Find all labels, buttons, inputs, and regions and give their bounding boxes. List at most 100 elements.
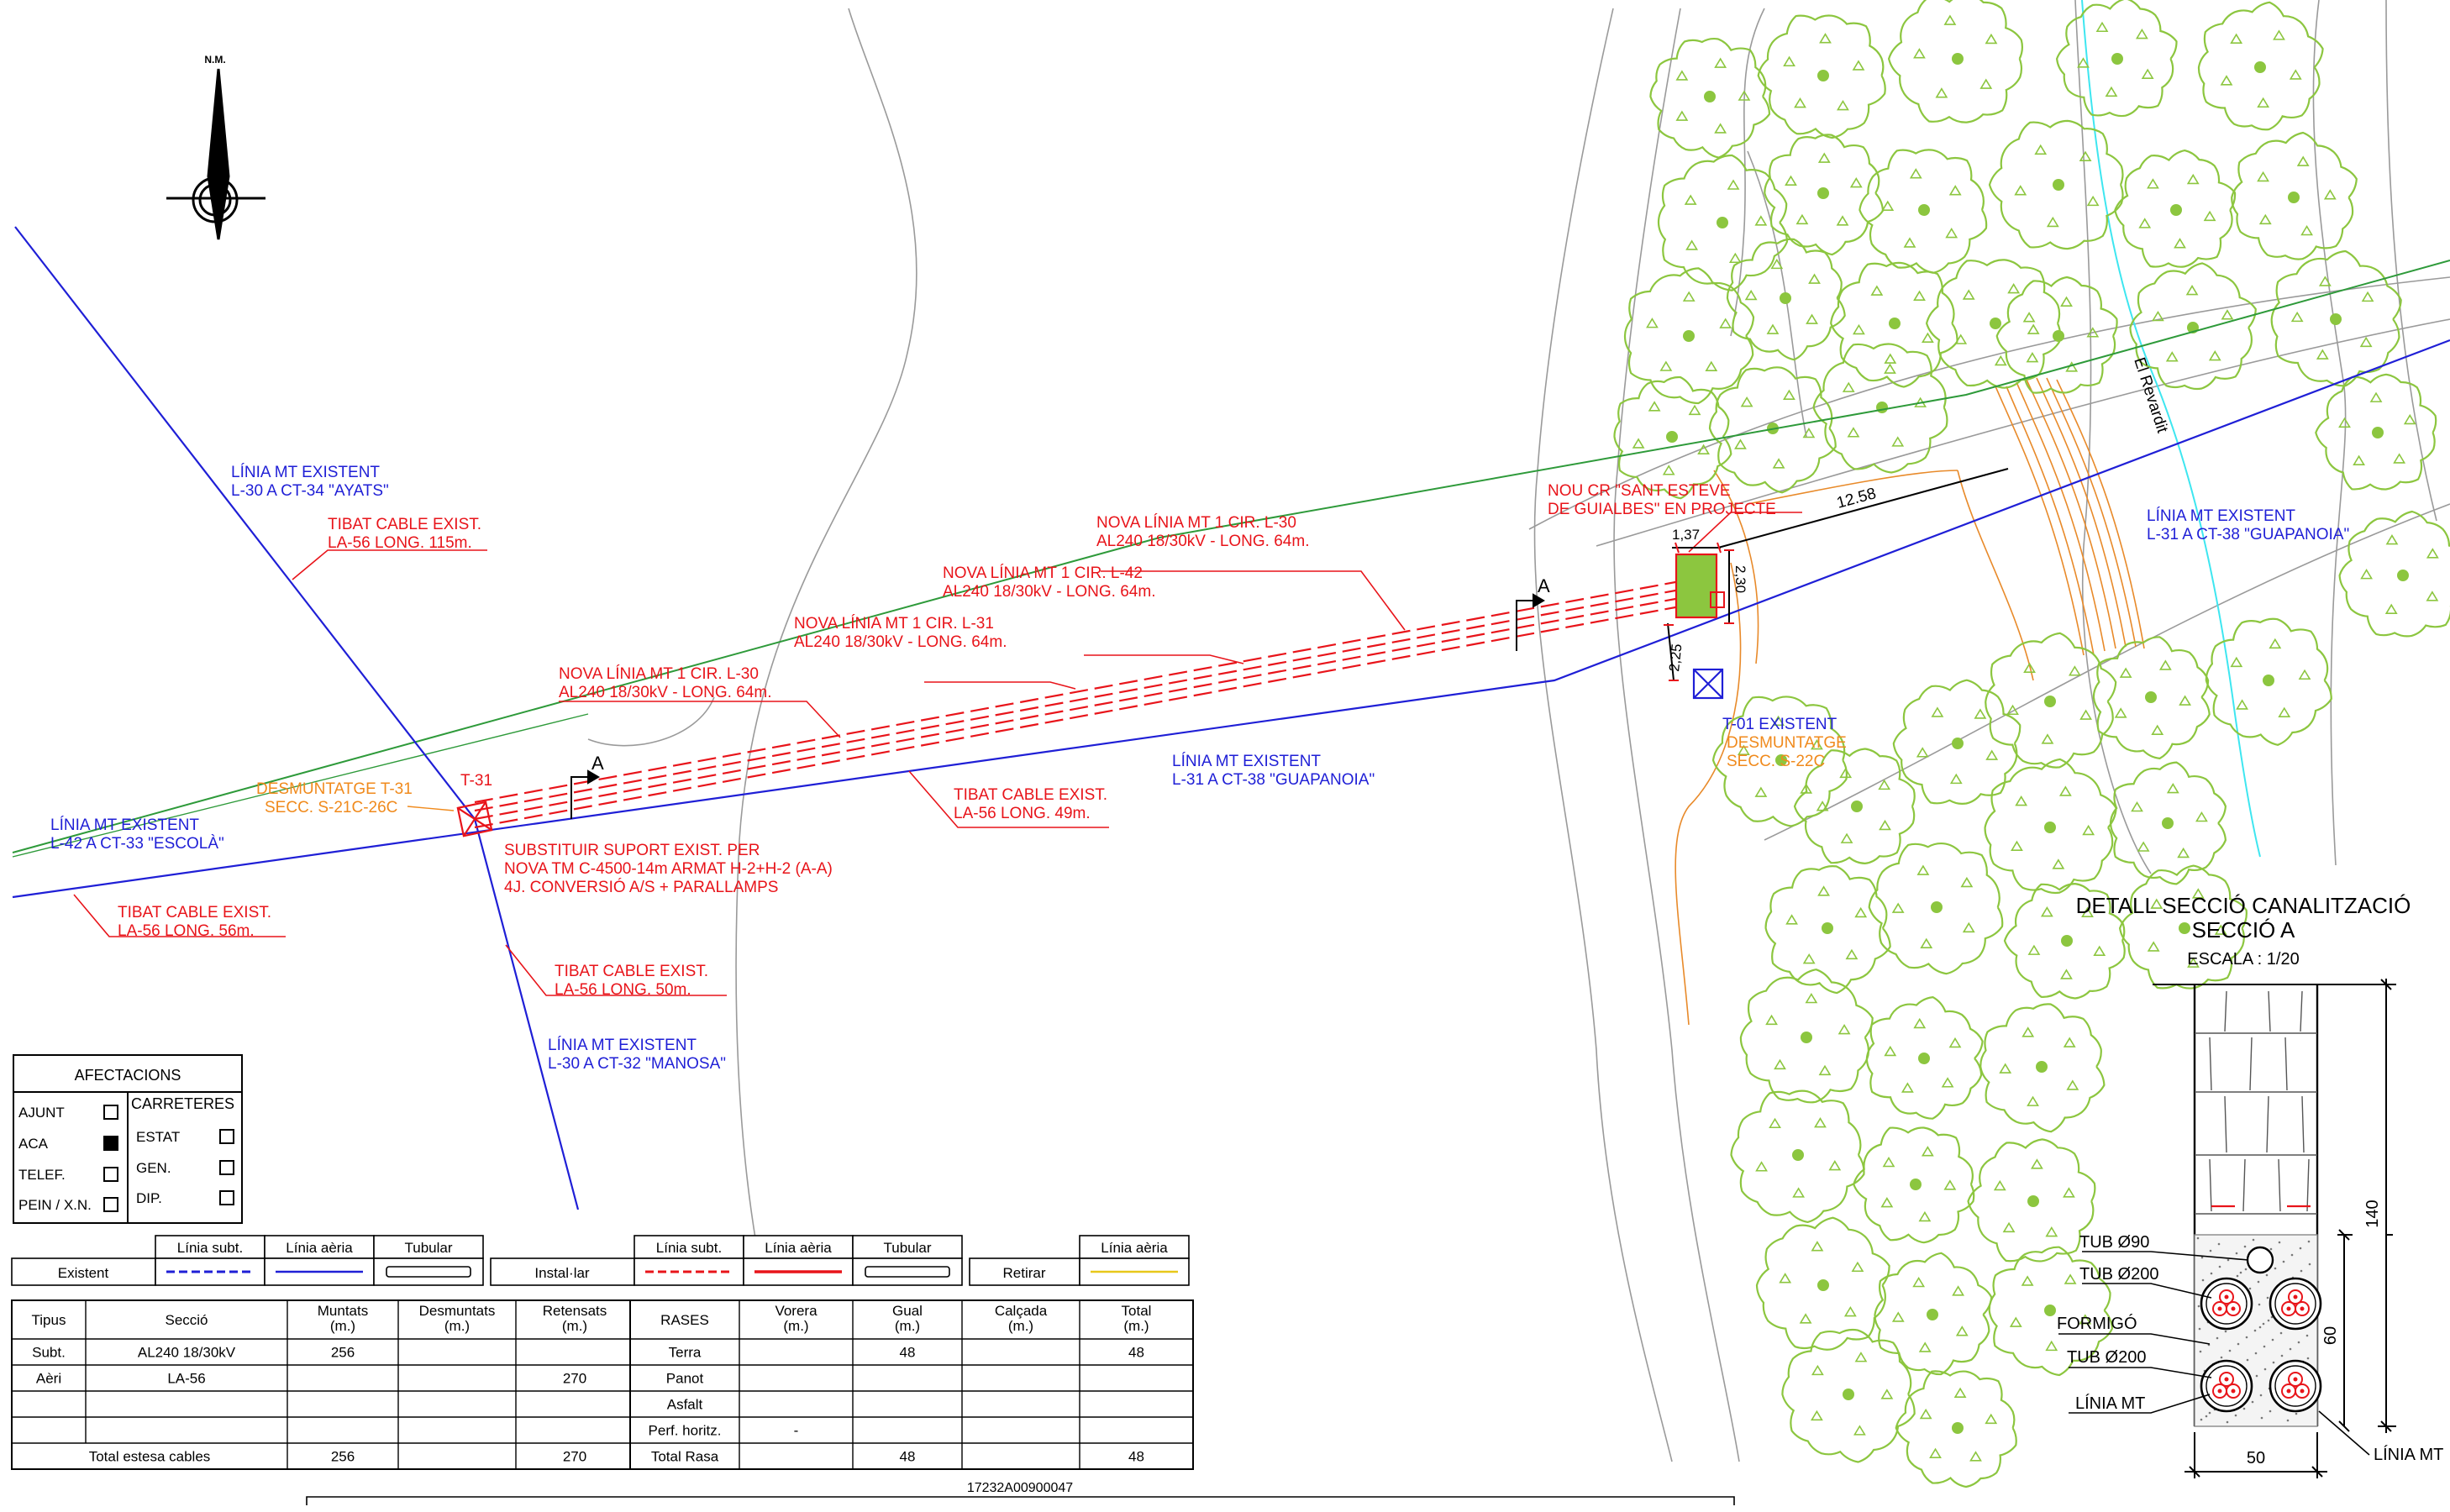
escola-label-2: L-42 A CT-33 "ESCOLÀ"	[50, 835, 224, 853]
t01-label: T-01 EXISTENT	[1722, 716, 1838, 733]
legend-existent: Existent	[58, 1265, 109, 1281]
tree	[1757, 14, 1886, 139]
afectacions-table: AFECTACIONS CARRETERES	[13, 1054, 243, 1224]
tree	[1895, 1370, 2017, 1488]
tree	[2092, 636, 2211, 760]
tree	[2129, 262, 2257, 391]
afectacio-label: PEIN / X.N.	[18, 1197, 92, 1213]
tree	[2197, 1, 2324, 131]
carretera-checkbox	[219, 1129, 234, 1144]
plan-labels: LÍNIA MT EXISTENT L-30 A CT-34 "AYATS" T…	[50, 355, 2349, 1073]
new-underground-lines	[474, 579, 1685, 829]
tree	[1755, 1216, 1890, 1351]
tree	[1985, 632, 2117, 769]
new-cr-building	[1675, 553, 1725, 619]
dimension-ticks	[1664, 542, 1734, 681]
table-header: (m.)	[783, 1318, 808, 1334]
table-cell: 48	[900, 1345, 916, 1361]
substituir-label-1: SUBSTITUIR SUPORT EXIST. PER	[504, 842, 760, 859]
slope-hatching	[1675, 377, 2145, 1026]
table-header: Secció	[165, 1312, 208, 1328]
manosa-label-1: LÍNIA MT EXISTENT	[548, 1037, 697, 1054]
tree	[2205, 617, 2332, 746]
substituir-label-2: NOVA TM C-4500-14m ARMAT H-2+H-2 (A-A)	[504, 860, 833, 878]
tibat115-label-1: TIBAT CABLE EXIST.	[328, 516, 481, 533]
section-mark-a1	[570, 769, 600, 819]
green-boundary-line	[12, 260, 2450, 853]
dim-137: 1,37	[1672, 527, 1700, 543]
table-header: Calçada	[995, 1303, 1048, 1319]
desm-t01-label-2: SECC. S-22C	[1727, 753, 1825, 770]
tree	[1764, 865, 1891, 995]
detail-section: DETALL SECCIÓ CANALITZACIÓ SECCIÓ A ESCA…	[2057, 893, 2443, 1478]
tree	[1830, 261, 1958, 388]
tree	[1781, 1328, 1916, 1463]
t31-support-symbol	[456, 801, 493, 837]
afectacio-label: ACA	[18, 1136, 49, 1152]
table-header: Retensats	[543, 1303, 607, 1319]
leader-lines	[73, 512, 1802, 996]
nova-l30-a-label-1: NOVA LÍNIA MT 1 CIR. L-30	[559, 665, 759, 683]
detail-dim-140: 140	[2363, 1200, 2382, 1227]
table-header: Gual	[892, 1303, 923, 1319]
table-total-cell: 256	[331, 1449, 355, 1465]
tree	[2114, 149, 2237, 268]
tree	[1967, 1138, 2096, 1263]
tree	[1859, 149, 1988, 274]
nou-cr-label-2: DE GUIALBES" EN PROJECTE	[1548, 501, 1776, 518]
legend-install-subt: Línia subt.	[656, 1240, 722, 1256]
t31-label: T-31	[460, 772, 492, 790]
rases-table: RASESVorera(m.)Gual(m.)Calçada(m.)Total(…	[629, 1299, 1194, 1470]
tree	[2003, 882, 2126, 1000]
nova-l42-label-2: AL240 18/30kV - LONG. 64m.	[943, 583, 1155, 601]
legend-retire-aeria: Línia aèria	[1101, 1240, 1168, 1256]
north-arrow	[166, 68, 266, 240]
table-header: Total	[1122, 1303, 1152, 1319]
legend-install-tubular: Tubular	[883, 1240, 931, 1256]
section-a2-letter: A	[1538, 575, 1550, 596]
detail-title-1: DETALL SECCIÓ CANALITZACIÓ	[2076, 893, 2411, 918]
tree	[1764, 134, 1885, 256]
detail-dim-50: 50	[2247, 1449, 2265, 1467]
tree	[1730, 1089, 1865, 1224]
guapanoia-right-label-1: LÍNIA MT EXISTENT	[2147, 507, 2295, 525]
duct-tubes	[2200, 1277, 2322, 1413]
table-total-cell: 48	[1128, 1449, 1144, 1465]
nou-cr-label-1: NOU CR "SANT ESTEVE	[1548, 482, 1731, 500]
t01-support-symbol	[1692, 668, 1724, 700]
table-cell: 270	[563, 1371, 586, 1387]
table-cell: LA-56	[167, 1371, 205, 1387]
table-cell: Panot	[666, 1371, 704, 1387]
table-cell: -	[794, 1423, 799, 1439]
tree	[1984, 758, 2117, 895]
tibat49-label-1: TIBAT CABLE EXIST.	[954, 786, 1107, 804]
tree	[1739, 969, 1874, 1104]
tree	[1988, 119, 2124, 250]
tree	[1874, 1252, 1993, 1376]
tree	[1988, 1246, 2114, 1377]
manosa-label-2: L-30 A CT-32 "MANOSA"	[548, 1055, 726, 1073]
dim-225: 2,25	[1666, 643, 1685, 673]
afectacio-checkbox	[103, 1167, 118, 1182]
table-cell: Perf. horitz.	[649, 1423, 722, 1439]
table-cell: 256	[331, 1345, 355, 1361]
table-header: Vorera	[775, 1303, 818, 1319]
legend-symbols	[166, 1266, 1178, 1278]
table-header: (m.)	[330, 1318, 355, 1334]
tree	[1623, 267, 1755, 405]
afectacio-checkbox	[103, 1197, 118, 1212]
guapanoia-mid-label-2: L-31 A CT-38 "GUAPANOIA"	[1172, 771, 1375, 789]
tree	[1892, 679, 2022, 805]
escola-label-1: LÍNIA MT EXISTENT	[50, 816, 199, 834]
tree	[2231, 131, 2358, 260]
dimension-lines	[1667, 468, 2009, 681]
nova-l30-b-label-2: AL240 18/30kV - LONG. 64m.	[1096, 533, 1309, 550]
tree	[2118, 864, 2248, 990]
tree	[2055, 0, 2178, 118]
desm-t31-label-1: DESMUNTATGE T-31	[256, 780, 413, 798]
section-mark-a2	[1516, 593, 1545, 651]
legend-install-aeria: Línia aèria	[765, 1240, 832, 1256]
table-header: RASES	[660, 1312, 709, 1328]
nova-l42-label-1: NOVA LÍNIA MT 1 CIR. L-42	[943, 564, 1143, 582]
afectacio-checkbox	[103, 1136, 118, 1151]
